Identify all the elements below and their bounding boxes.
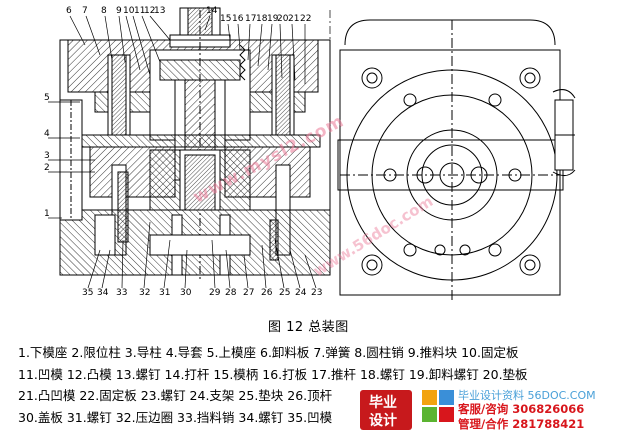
part-number: 1: [44, 209, 50, 219]
part-number: 33: [116, 288, 128, 298]
part-number: 13: [154, 6, 166, 16]
part-number: 17: [245, 14, 257, 24]
part-number: 12: [144, 6, 156, 16]
part-number: 25: [279, 288, 291, 298]
part-number: 26: [261, 288, 273, 298]
part-number: 32: [139, 288, 151, 298]
service-number: 306826066: [512, 402, 585, 416]
part-number: 14: [206, 6, 218, 16]
leader-lines: [48, 10, 331, 289]
part-number: 4: [44, 129, 50, 139]
service-label: 客服/咨询: [458, 402, 509, 416]
part-number: 29: [209, 288, 221, 298]
part-number: 27: [243, 288, 255, 298]
logo-text-top: 毕业: [369, 395, 397, 411]
manage-label: 管理/合作: [458, 417, 509, 431]
legend-line: 21.凸凹模 22.固定板 23.螺钉 24.支架 25.垫块 26.顶杆: [18, 388, 333, 403]
part-number: 23: [311, 288, 323, 298]
logo-text-bottom: 设计: [369, 413, 397, 429]
part-number: 6: [66, 6, 72, 16]
assembly-drawing: [48, 7, 576, 300]
site-url: 毕业设计资料 56DOC.COM: [458, 389, 596, 402]
part-number: 22: [300, 14, 312, 24]
legend-line: 11.凹模 12.凸模 13.螺钉 14.打杆 15.模柄 16.打板 17.推…: [18, 366, 528, 382]
part-number: 3: [44, 151, 50, 161]
part-number: 15: [220, 14, 232, 24]
legend-line: 1.下模座 2.限位柱 3.导柱 4.导套 5.上模座 6.卸料板 7.弹簧 8…: [18, 345, 519, 360]
part-number: 11: [134, 6, 146, 16]
part-number: 8: [101, 6, 107, 16]
part-number: 19: [267, 14, 279, 24]
part-number: 34: [97, 288, 109, 298]
part-number: 18: [256, 14, 268, 24]
part-number: 21: [288, 14, 300, 24]
part-number: 35: [82, 288, 94, 298]
part-number: 28: [225, 288, 237, 298]
part-number: 5: [44, 93, 50, 103]
part-number: 31: [159, 288, 171, 298]
part-number: 24: [295, 288, 307, 298]
section-view: [59, 7, 331, 280]
legend-line: 30.盖板 31.螺钉 32.压边圈 33.挡料销 34.螺钉 35.凹模: [18, 409, 333, 425]
manage-number: 281788421: [512, 417, 585, 431]
part-number: 2: [44, 163, 50, 173]
part-number: 7: [82, 6, 88, 16]
figure-caption: 图 12 总装图: [268, 320, 349, 335]
brand-logo: 毕业 设计: [360, 390, 412, 430]
puzzle-icon: [422, 390, 454, 422]
part-number: 9: [116, 6, 122, 16]
part-number: 20: [277, 14, 289, 24]
part-number: 30: [180, 288, 192, 298]
top-view: [337, 19, 576, 300]
parts-legend: 1.下模座 2.限位柱 3.导柱 4.导套 5.上模座 6.卸料板 7.弹簧 8…: [18, 342, 618, 428]
part-number: 10: [123, 6, 135, 16]
part-number: 16: [232, 14, 244, 24]
